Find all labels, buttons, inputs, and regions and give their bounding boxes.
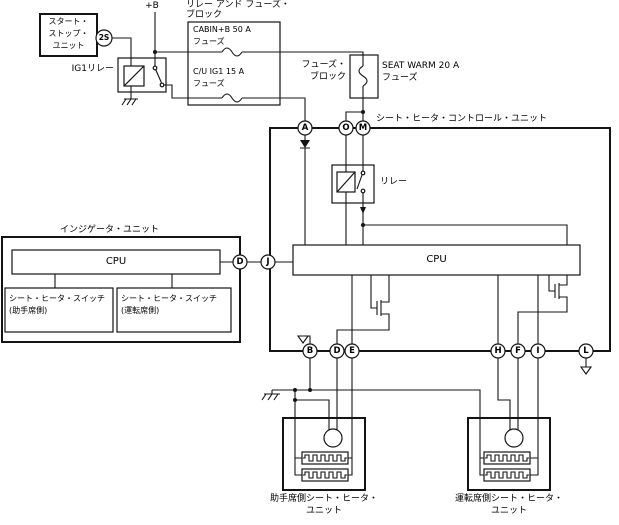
cu-ig1-fuse-label-1: C/U IG1 15 A — [193, 67, 245, 76]
ground-icon — [579, 366, 593, 375]
connector-m: M — [358, 123, 368, 133]
driver-heater-unit-label-1: 運転席側シート・ヒータ・ — [454, 494, 563, 504]
connector-e: E — [349, 346, 355, 356]
ig1-relay-coil — [123, 65, 145, 87]
seat-warm-fuse-label-1: SEAT WARM 20 A — [382, 61, 460, 71]
relay-fuse-block-label-1: リレー アンド フューズ・ — [186, 0, 290, 10]
unit-boxes — [1, 13, 611, 491]
diode-icon — [300, 140, 310, 148]
cabin-fuse-label-1: CABIN+B 50 A — [193, 25, 251, 34]
relay-fuse-block-label-2: ブロック — [186, 10, 223, 20]
control-cpu-box — [292, 244, 581, 276]
connector-h: H — [494, 346, 502, 356]
connector-j: J — [266, 257, 270, 267]
connector-a: A — [301, 123, 309, 133]
switch-driver-label-1: シート・ヒータ・スイッチ — [121, 294, 217, 303]
thermistor-symbol — [323, 428, 343, 448]
arrow-down-icon — [360, 207, 366, 214]
connector-circles — [95, 29, 594, 448]
connector-o: O — [342, 123, 350, 133]
start-stop-unit-label-1: スタート・ — [48, 17, 89, 26]
control-relay-box — [331, 164, 375, 204]
passenger-heater-unit-label-1: 助手席側シート・ヒータ・ — [269, 494, 378, 504]
fuse-block-box — [349, 54, 379, 99]
indicator-cpu-box — [11, 249, 221, 275]
cabin-fuse-label-2: フューズ — [193, 37, 225, 46]
connector-b: B — [306, 346, 314, 356]
heater-element — [483, 451, 531, 465]
indicator-unit-box — [1, 236, 241, 343]
start-stop-unit-label-3: ユニット — [52, 41, 85, 50]
relay-and-fuse-block-box — [187, 21, 281, 106]
heater-element — [483, 468, 531, 482]
control-relay-label: リレー — [380, 177, 408, 187]
control-unit-box — [269, 127, 611, 352]
switch-driver-box — [116, 287, 232, 333]
control-unit-title: シート・ヒータ・コントロール・ユニット — [376, 114, 548, 124]
seat-warm-fuse-label-2: フューズ — [382, 73, 418, 83]
switch-driver-label-2: (運転席側) — [121, 306, 160, 315]
driver-heater-unit-label-2: ユニット — [490, 506, 527, 516]
thermistor-symbol — [504, 428, 524, 448]
control-relay-coil — [336, 171, 356, 193]
start-stop-unit-label-2: ストップ・ — [48, 29, 89, 38]
control-cpu-label: CPU — [426, 254, 447, 265]
cu-ig1-fuse-label-2: フューズ — [193, 79, 225, 88]
passenger-heater-unit-box — [282, 417, 366, 491]
connector-f: F — [515, 346, 521, 356]
switch-passenger-box — [4, 287, 114, 333]
connector-i: I — [536, 346, 540, 356]
switch-passenger-label-1: シート・ヒータ・スイッチ — [9, 294, 105, 303]
switch-passenger-label-2: (助手席側) — [9, 306, 48, 315]
ig1-relay-box — [117, 57, 167, 93]
indicator-unit-title: インジゲータ・ユニット — [60, 225, 160, 235]
connector-2s: 2S — [98, 33, 110, 42]
ground-icon — [296, 335, 310, 344]
plus-b-label: +B — [145, 1, 159, 11]
ground-triangles — [296, 335, 593, 375]
ig1-relay-label: IG1リレー — [71, 64, 114, 74]
passenger-heater-unit-label-2: ユニット — [305, 506, 342, 516]
driver-heater-unit-box — [467, 417, 551, 491]
heater-element — [301, 468, 349, 482]
junction-dots — [153, 50, 366, 402]
connector-l: L — [583, 346, 589, 356]
fuse-block-label-2: ブロック — [309, 72, 346, 82]
connector-d-indicator: D — [236, 257, 244, 267]
connector-d: D — [333, 346, 341, 356]
fuse-block-label-1: フューズ・ — [301, 60, 346, 70]
heater-element — [301, 451, 349, 465]
component-boxes — [4, 21, 581, 482]
indicator-cpu-label: CPU — [105, 256, 127, 267]
